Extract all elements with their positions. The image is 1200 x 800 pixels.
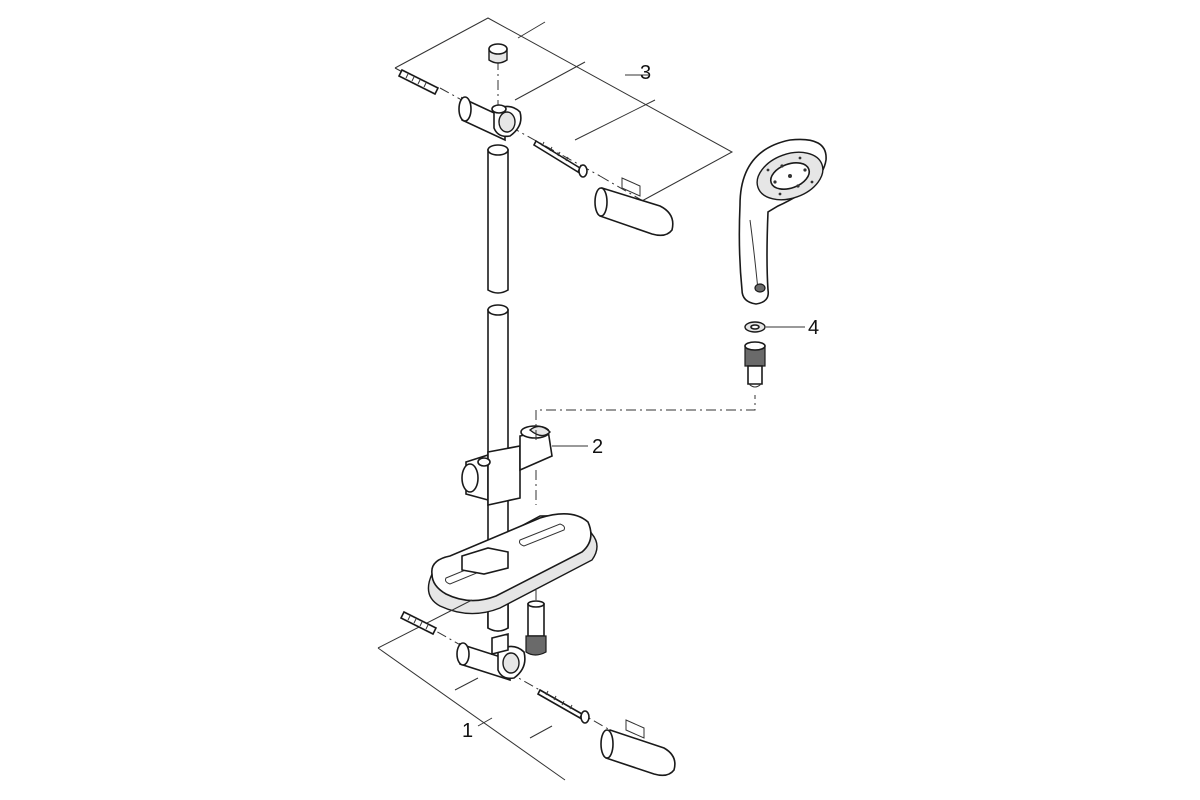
leader-1 — [477, 717, 493, 727]
bottom-screw — [536, 688, 590, 724]
top-kit-outline — [394, 17, 734, 203]
callout-2: 2 — [592, 436, 603, 458]
top-screw — [532, 139, 588, 178]
top-wall-plug — [397, 68, 440, 96]
callout-1: 1 — [462, 720, 473, 742]
washer — [744, 321, 766, 333]
rail-upper — [487, 144, 509, 294]
callout-4: 4 — [808, 317, 819, 339]
bottom-cover — [600, 719, 676, 777]
dish-nut — [525, 600, 547, 656]
bottom-wall-plug — [399, 610, 438, 636]
hand-shower — [738, 138, 827, 305]
soap-dish — [427, 513, 598, 615]
top-axes — [439, 60, 651, 206]
top-cover — [594, 177, 674, 237]
top-bracket — [458, 96, 522, 142]
slider — [461, 425, 553, 506]
callout-3: 3 — [640, 62, 651, 84]
bottom-bracket — [456, 632, 526, 682]
hose-nut — [744, 341, 766, 388]
top-cap — [488, 43, 508, 64]
